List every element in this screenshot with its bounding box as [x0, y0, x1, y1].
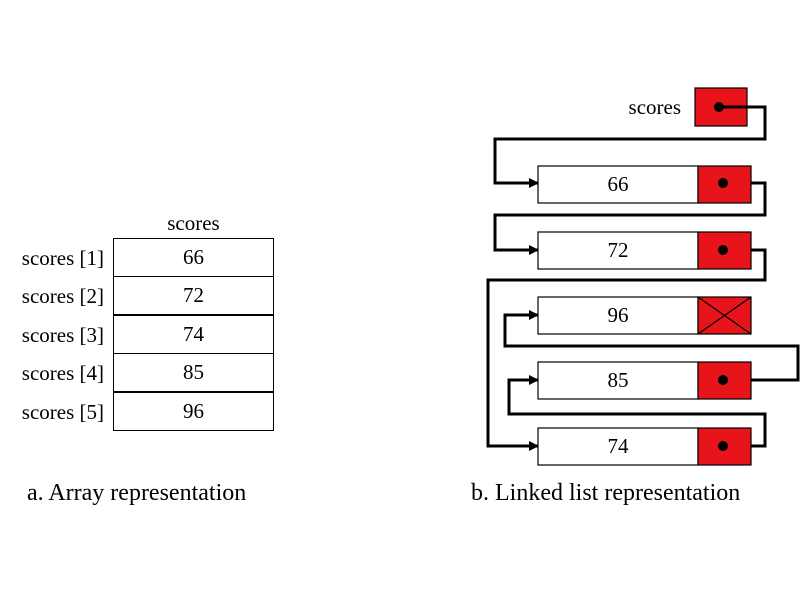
node-value-text: 85	[608, 368, 629, 392]
link-74-to-85	[507, 375, 767, 448]
link-85-to-96	[503, 310, 800, 382]
node-value-text: 96	[608, 303, 629, 327]
array-cell-5: 96	[113, 392, 274, 431]
array-cell-4: 85	[113, 353, 274, 392]
array-label-3: scores [3]	[21, 323, 104, 347]
list-node-96: 96	[537, 296, 752, 335]
array-label-1: scores [1]	[21, 246, 104, 270]
array-label-5: scores [5]	[21, 400, 104, 424]
list-node-72: 72	[537, 231, 752, 270]
array-caption: a. Array representation	[27, 480, 247, 506]
node-value-box	[537, 296, 699, 335]
array-label-2: scores [2]	[21, 284, 104, 308]
array-cell-3: 74	[113, 315, 274, 354]
link-72-to-74	[486, 248, 767, 451]
node-pointer-dot	[718, 375, 728, 385]
node-value-text: 74	[608, 434, 630, 458]
null-cross-icon	[697, 296, 752, 335]
link-66-to-72	[493, 181, 767, 255]
array-diagram: scores scores [1] scores [2] scores [3] …	[21, 211, 274, 431]
node-pointer-dot	[718, 178, 728, 188]
node-value-box	[537, 427, 699, 466]
node-value-box	[537, 165, 699, 204]
node-pointer-dot	[718, 441, 728, 451]
array-cell-2: 72	[113, 276, 274, 315]
node-value-box	[537, 231, 699, 270]
list-node-66: 66	[537, 165, 752, 204]
list-node-74: 74	[537, 427, 752, 466]
list-head-label: scores	[629, 95, 681, 119]
link-head-to-66	[493, 105, 767, 188]
list-node-85: 85	[537, 361, 752, 400]
node-pointer-dot	[718, 245, 728, 255]
node-value-box	[537, 361, 699, 400]
array-label-4: scores [4]	[21, 361, 104, 385]
list-caption: b. Linked list representation	[471, 480, 741, 506]
node-value-text: 72	[608, 238, 629, 262]
node-value-text: 66	[608, 172, 629, 196]
array-title: scores	[167, 211, 220, 235]
